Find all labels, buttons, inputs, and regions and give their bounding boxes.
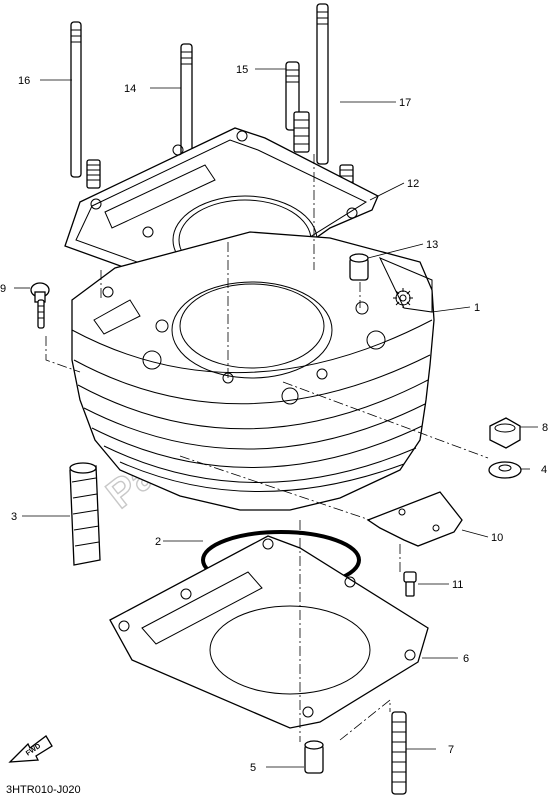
callout-9: 9 — [0, 283, 6, 295]
callout-11: 11 — [452, 579, 463, 591]
callout-14: 14 — [124, 83, 136, 95]
callout-6: 6 — [463, 653, 469, 665]
callouts: 16 14 15 17 12 13 1 9 8 4 3 10 2 11 6 7 … — [0, 64, 548, 774]
callout-1: 1 — [474, 302, 480, 314]
base-gasket-6[interactable] — [109, 535, 429, 729]
bolt-9[interactable] — [30, 282, 50, 329]
bolt-11[interactable] — [403, 571, 417, 597]
callout-13: 13 — [426, 239, 438, 251]
fwd-arrow-icon: FWD — [8, 735, 53, 763]
callout-17: 17 — [399, 97, 411, 109]
stud-bolt-15[interactable] — [285, 61, 310, 153]
callout-8: 8 — [542, 422, 548, 434]
cylinder-1[interactable] — [71, 231, 435, 511]
callout-7: 7 — [448, 744, 454, 756]
leader-lines — [14, 68, 538, 768]
callout-4: 4 — [541, 464, 547, 476]
callout-15: 15 — [236, 64, 248, 76]
callout-10: 10 — [491, 532, 503, 544]
bracket-10[interactable] — [366, 491, 463, 547]
nut-8[interactable] — [489, 417, 521, 449]
callout-2: 2 — [155, 536, 161, 548]
diagram-code: 3HTR010-J020 — [6, 784, 81, 796]
callout-16: 16 — [18, 75, 30, 87]
callout-5: 5 — [250, 762, 256, 774]
callout-3: 3 — [11, 511, 17, 523]
stud-bolt-16[interactable] — [70, 21, 101, 189]
stud-bolt-7[interactable] — [391, 711, 407, 795]
gear-icon — [393, 288, 413, 308]
dowel-pin-13[interactable] — [349, 253, 369, 281]
dowel-pin-5[interactable] — [304, 740, 324, 774]
dowel-pin-3[interactable] — [69, 462, 101, 566]
washer-4[interactable] — [488, 461, 522, 479]
callout-12: 12 — [407, 178, 419, 190]
